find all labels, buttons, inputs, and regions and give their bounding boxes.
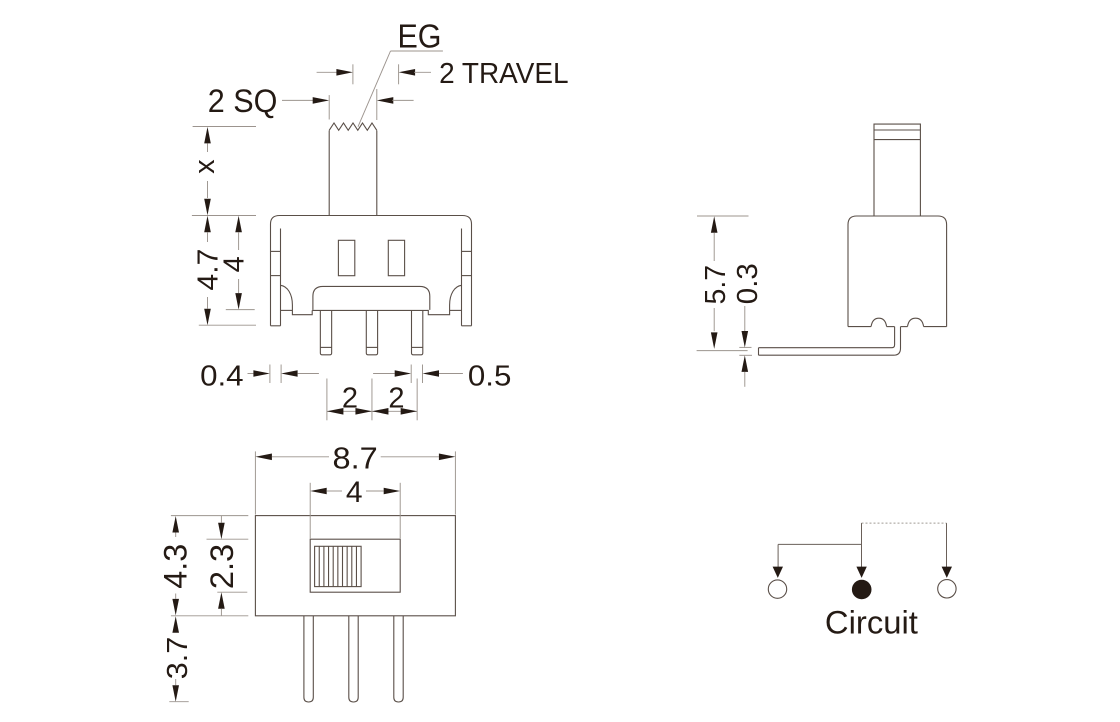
svg-text:2.3: 2.3 bbox=[204, 544, 240, 589]
svg-text:4.7: 4.7 bbox=[193, 249, 225, 291]
svg-text:3.7: 3.7 bbox=[162, 637, 194, 680]
svg-text:8.7: 8.7 bbox=[333, 440, 378, 475]
svg-text:4: 4 bbox=[346, 476, 363, 509]
svg-text:2 TRAVEL: 2 TRAVEL bbox=[439, 58, 568, 90]
svg-text:0.5: 0.5 bbox=[468, 360, 512, 392]
svg-text:4: 4 bbox=[219, 256, 251, 272]
svg-text:x: x bbox=[189, 159, 221, 174]
svg-text:0.3: 0.3 bbox=[732, 263, 764, 304]
svg-text:5.7: 5.7 bbox=[700, 265, 732, 305]
svg-text:EG: EG bbox=[398, 18, 442, 55]
svg-text:2: 2 bbox=[342, 382, 358, 414]
svg-text:4.3: 4.3 bbox=[158, 544, 194, 589]
svg-text:2 SQ: 2 SQ bbox=[208, 83, 278, 119]
svg-text:2: 2 bbox=[388, 382, 404, 414]
svg-text:0.4: 0.4 bbox=[200, 360, 244, 392]
svg-text:Circuit: Circuit bbox=[825, 604, 918, 640]
